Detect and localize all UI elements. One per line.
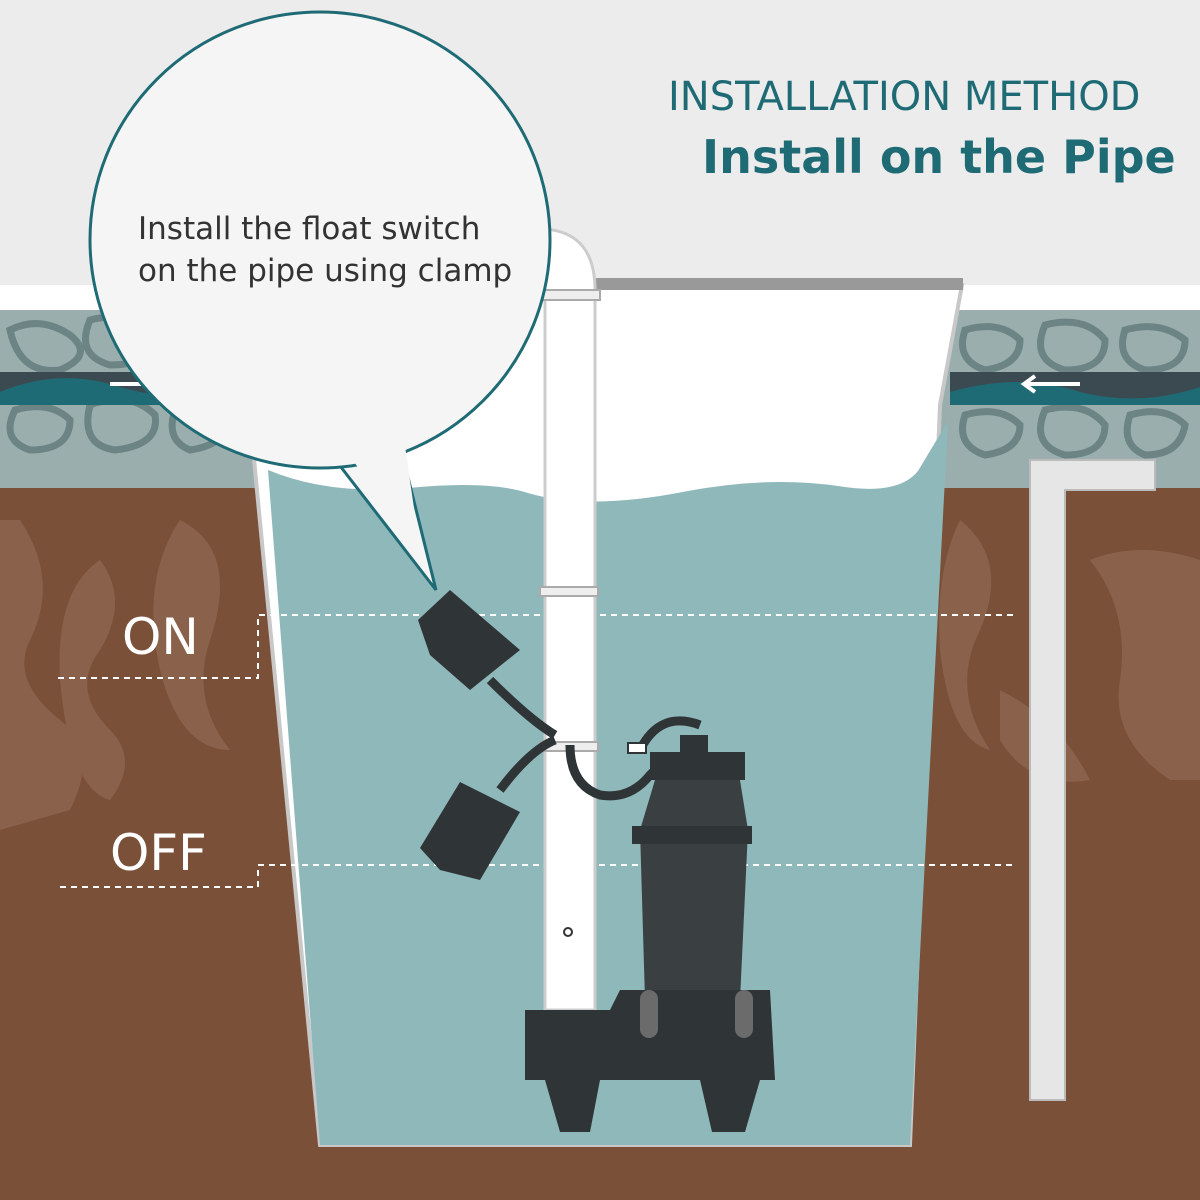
groundwater-right [950,382,1200,405]
off-level-label: OFF [110,824,207,882]
pipe-clamp-upper [539,586,599,597]
flow-arrow-right [1020,374,1080,394]
sewage-pump [525,735,775,1132]
on-level-label: ON [122,608,199,666]
heading-installation-method: INSTALLATION METHOD [668,74,1141,120]
callout-bubble [88,10,552,591]
pit-cover-rim [595,278,963,290]
depth-ruler [1029,459,1156,1101]
level-guides [58,614,1015,888]
soil-texture [0,520,1200,830]
float-switch-lower [420,782,520,880]
float-switch-upper [418,590,520,690]
heading-install-on-pipe: Install on the Pipe [702,130,1176,184]
callout-text: Install the float switch on the pipe usi… [138,211,513,289]
